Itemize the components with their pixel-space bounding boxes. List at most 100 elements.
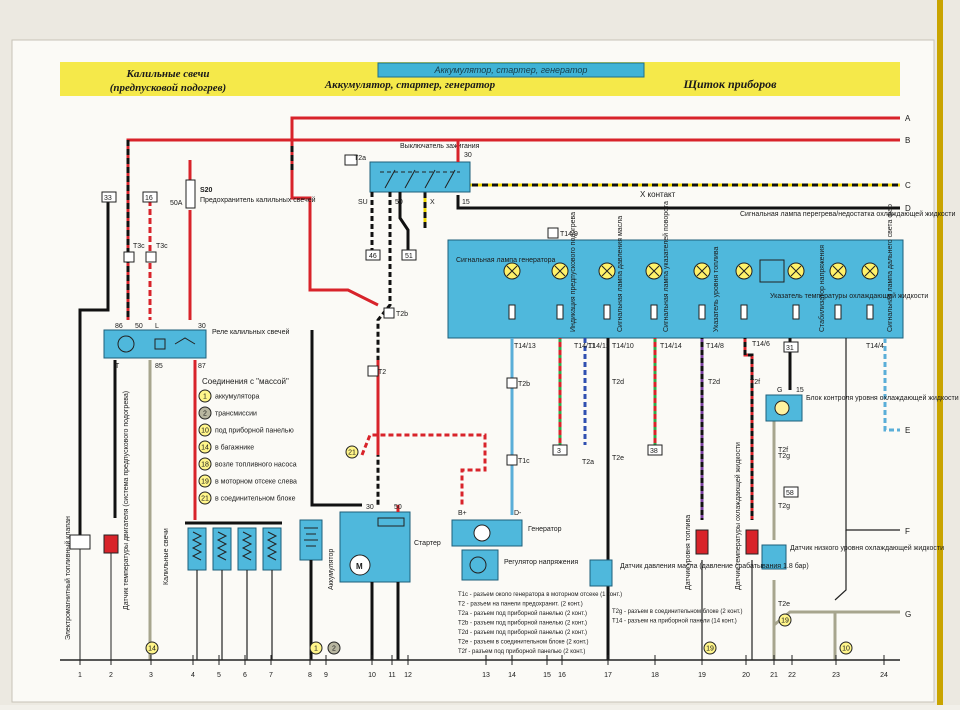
connector-t2b-label: T2b	[396, 311, 408, 318]
connector-t2a-top	[344, 154, 358, 166]
wire-33-label: 33	[104, 195, 112, 202]
wire-31-label: 31	[786, 345, 794, 352]
relay-pin-t: T	[115, 363, 120, 370]
bottom-number: 9	[324, 672, 328, 679]
cluster-connector-label: T14/14	[660, 343, 682, 350]
connector-t14-9	[547, 227, 559, 239]
ground-legend-text: в соединительном блоке	[215, 495, 296, 503]
wire-38-label: 38	[650, 448, 658, 455]
wire-38-box	[647, 444, 663, 456]
bottom-number: 19	[698, 672, 706, 679]
lamp-preheat-label: Индикация предпускового подогрева	[570, 212, 577, 332]
wire-16-box	[142, 191, 158, 203]
ground-legend-number: 21	[201, 496, 209, 503]
connector-t2	[367, 365, 379, 377]
fuel-valve-label: Электромагнитный топливный клапан	[64, 516, 72, 640]
cluster-lamp-cross	[790, 265, 802, 277]
connector-notes: T1c - разъем около генератора в моторном…	[458, 592, 743, 655]
lamp-oil-label: Сигнальная лампа давления масла	[617, 216, 624, 332]
rail-e-label: E	[905, 426, 910, 435]
coolant-temp-sensor	[745, 529, 759, 555]
bottom-number: 1	[78, 672, 82, 679]
wire-3-label: 3	[557, 448, 561, 455]
low-coolant-sensor	[761, 544, 787, 570]
fuse-s20-text: Предохранитель калильных свечей	[200, 196, 316, 204]
fuse-s20-id: S20	[200, 187, 213, 194]
glow-plug-coil	[266, 531, 278, 561]
wire-33-box	[101, 191, 117, 203]
connector-note-right: T14 - разъем на приборной панели (14 кон…	[612, 618, 737, 625]
connector-t2a-label: T2a	[354, 155, 366, 162]
starter-label: Стартер	[414, 540, 441, 547]
ground-mark	[703, 641, 717, 655]
header-title-box	[377, 62, 645, 78]
ground-legend-marker	[198, 423, 212, 437]
wire-58-box	[783, 486, 799, 498]
connector-note: T2e - разъем в соединительном блоке (2 к…	[458, 640, 589, 646]
connector-t1c	[506, 454, 518, 466]
switch-pin-15: 15	[462, 199, 470, 206]
rail-f-label: F	[905, 527, 910, 536]
cluster-resistor	[834, 304, 842, 320]
wire-46-box	[365, 249, 381, 261]
wire-51-box	[401, 249, 417, 261]
cluster-connector-label: T2a	[582, 459, 594, 466]
temp-gauge-frame	[759, 259, 785, 283]
ground-mark-number: 19	[706, 646, 714, 653]
diagram-paper	[11, 39, 935, 703]
cluster-connector-label: T14/12	[588, 343, 610, 350]
cluster-resistor	[650, 304, 658, 320]
ground-mark-number: 19	[781, 618, 789, 625]
wire-3-box	[552, 444, 568, 456]
glow-wires	[78, 160, 197, 660]
generator-label: Генератор	[528, 526, 562, 533]
bottom-number: 22	[788, 672, 796, 679]
glow-plug-coil	[216, 531, 228, 561]
section-battery-title: Аккумулятор, стартер, генератор	[324, 79, 496, 91]
ground-legend-text: в моторном отсеке слева	[215, 479, 297, 486]
ground-legend-text: в багажнике	[215, 444, 254, 452]
cluster-lamp-cross	[601, 265, 613, 277]
section-glow-subtitle: (предпусковой подогрев)	[110, 82, 226, 94]
connector-t2b-gen	[506, 377, 518, 389]
ground-mark-number: 1	[314, 646, 318, 653]
bottom-number: 23	[832, 672, 840, 679]
cluster-resistor	[866, 304, 874, 320]
ground-legend-number: 1	[203, 394, 207, 401]
ground-mark	[778, 613, 792, 627]
ground-mark	[839, 641, 853, 655]
bottom-number: 18	[651, 672, 659, 679]
fuse-s20	[185, 179, 196, 209]
ground-legend-number: 19	[201, 479, 209, 486]
ground-legend-marker	[198, 440, 212, 454]
oil-pressure-sensor	[589, 559, 613, 587]
connector-t3c-b-label: T3c	[156, 243, 168, 250]
connector-t2b	[383, 307, 395, 319]
ground-legend-text: трансмиссии	[215, 411, 257, 418]
bottom-number: 17	[604, 672, 612, 679]
relay-pin-30: 30	[198, 323, 206, 330]
coolant-block-pin-g: G	[777, 387, 782, 394]
glow-plug-coil	[241, 531, 253, 561]
ground-legend-text: возле топливного насоса	[215, 462, 297, 469]
cluster-connector-label: T2g	[778, 503, 790, 510]
starter-pin-30: 30	[366, 504, 374, 511]
cluster-resistor	[556, 304, 564, 320]
bottom-number: 4	[191, 672, 195, 679]
wire-16-label: 16	[145, 195, 153, 202]
relay-pin-87: 87	[198, 363, 206, 370]
engine-temp-sensor	[103, 534, 119, 660]
bottom-number: 8	[308, 672, 312, 679]
cluster-lamp-cross	[738, 265, 750, 277]
bottom-number: 12	[404, 672, 412, 679]
bottom-number: 10	[368, 672, 376, 679]
lamp-highbeam-label: Сигнальная лампа дальнего света фар	[887, 204, 894, 332]
cluster-connector-label: T2e	[612, 455, 624, 462]
relay-pin-50: 50	[135, 323, 143, 330]
section-glow-title: Калильные свечи	[125, 68, 209, 80]
bottom-number: 24	[880, 672, 888, 679]
bottom-number: 21	[770, 672, 778, 679]
cluster-lamp-cross	[832, 265, 844, 277]
wire-58-label: 58	[786, 490, 794, 497]
